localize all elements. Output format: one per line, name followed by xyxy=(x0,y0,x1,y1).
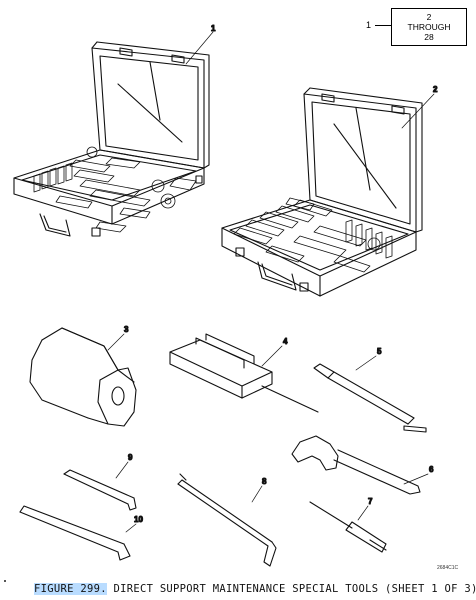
callout-6: 6 xyxy=(429,465,434,474)
callout-3: 3 xyxy=(124,325,129,334)
tool-5-t-handle xyxy=(313,363,427,433)
tool-case-2 xyxy=(221,87,423,297)
callout-7: 7 xyxy=(368,497,373,506)
callout-10: 10 xyxy=(134,515,143,524)
reference-item-number: 1 xyxy=(366,20,372,30)
callout-2: 2 xyxy=(433,85,438,94)
reference-range-line3: 28 xyxy=(424,32,434,42)
figure-caption: FIGURE 299. DIRECT SUPPORT MAINTENANCE S… xyxy=(34,583,476,595)
drawing-code: 2684C1C xyxy=(437,565,459,571)
margin-mark xyxy=(4,580,6,582)
callout-4: 4 xyxy=(283,337,288,346)
reference-range-line2: THROUGH xyxy=(407,22,451,32)
reference-range-box: 2 THROUGH 28 xyxy=(391,8,467,46)
leader-lines xyxy=(107,31,435,533)
tool-6-wrench xyxy=(291,435,421,495)
figure-label: FIGURE 299. xyxy=(34,583,107,595)
reference-leader-line xyxy=(375,25,391,26)
tool-case-1 xyxy=(13,41,210,237)
callout-9: 9 xyxy=(128,453,133,462)
tool-9-hex-key xyxy=(63,469,137,511)
tool-10-hex-key xyxy=(19,505,131,561)
callout-5: 5 xyxy=(377,347,382,356)
callout-8: 8 xyxy=(262,477,267,486)
tool-8-l-rod xyxy=(177,473,277,567)
tool-3-octagonal-block xyxy=(29,327,137,427)
tool-7-pin xyxy=(309,501,387,553)
callout-1: 1 xyxy=(211,24,216,33)
tool-4-fixture xyxy=(169,333,319,413)
figure-title: DIRECT SUPPORT MAINTENANCE SPECIAL TOOLS… xyxy=(106,583,476,595)
reference-range-line1: 2 xyxy=(426,12,432,22)
